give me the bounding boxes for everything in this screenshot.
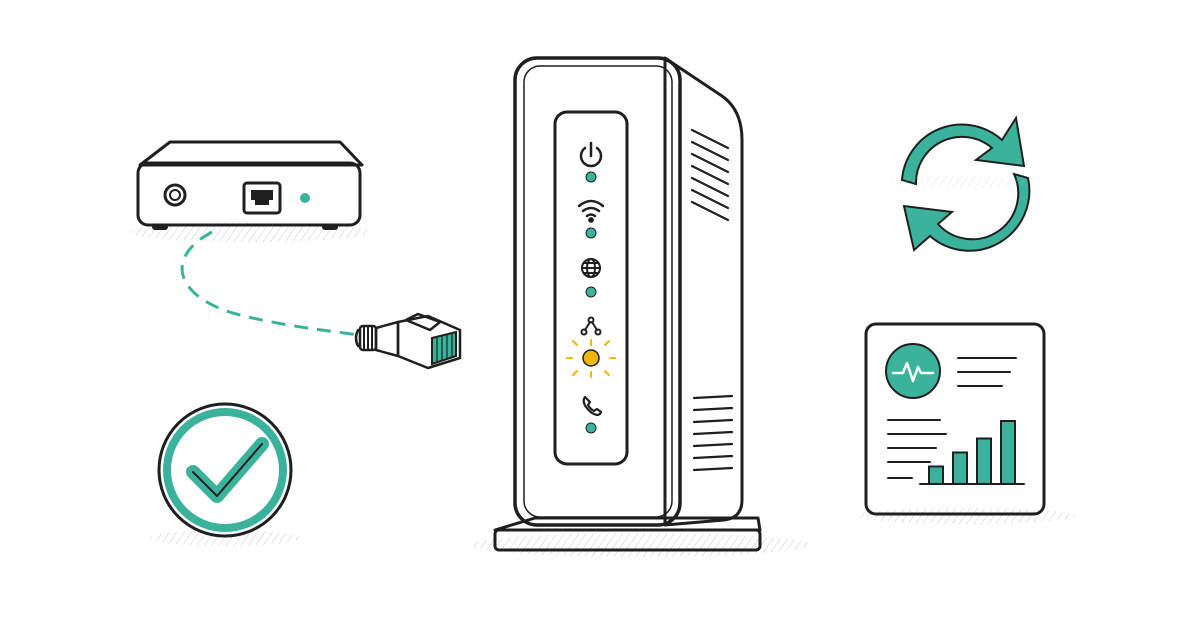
bar-chart-icon (928, 420, 1016, 485)
cable-modem (470, 56, 810, 557)
phone-icon (582, 395, 603, 417)
warning-glow (566, 339, 616, 378)
modem-body (513, 56, 682, 527)
network-led (582, 349, 600, 367)
chart-bar (928, 465, 944, 485)
phone-led (585, 422, 597, 434)
status-dashboard-card (855, 322, 1075, 524)
vent-bottom (692, 394, 734, 472)
chart-bar (976, 437, 992, 485)
card-text-lines (887, 357, 1017, 479)
router-shadow (130, 222, 370, 242)
power-icon (579, 141, 603, 168)
small-router (130, 140, 370, 242)
modem-base (493, 528, 762, 552)
internet-led (585, 286, 597, 298)
heartbeat-icon (885, 343, 941, 399)
checkmark-icon (150, 402, 300, 546)
network-icon (580, 316, 602, 336)
globe-icon (581, 258, 601, 278)
ethernet-cable-icon (354, 312, 462, 370)
chart-bar (1000, 420, 1016, 485)
ethernet-port[interactable] (242, 181, 282, 215)
indicator-panel (553, 110, 629, 466)
chart-bar (952, 451, 968, 485)
cable-line (180, 230, 361, 337)
router-body (136, 161, 362, 227)
power-led (585, 171, 597, 183)
wifi-led (585, 227, 597, 239)
router-status-led (300, 193, 310, 203)
wifi-icon (577, 199, 605, 223)
refresh-icon[interactable] (890, 115, 1031, 252)
vent-top (690, 128, 730, 222)
power-button[interactable] (163, 183, 187, 207)
